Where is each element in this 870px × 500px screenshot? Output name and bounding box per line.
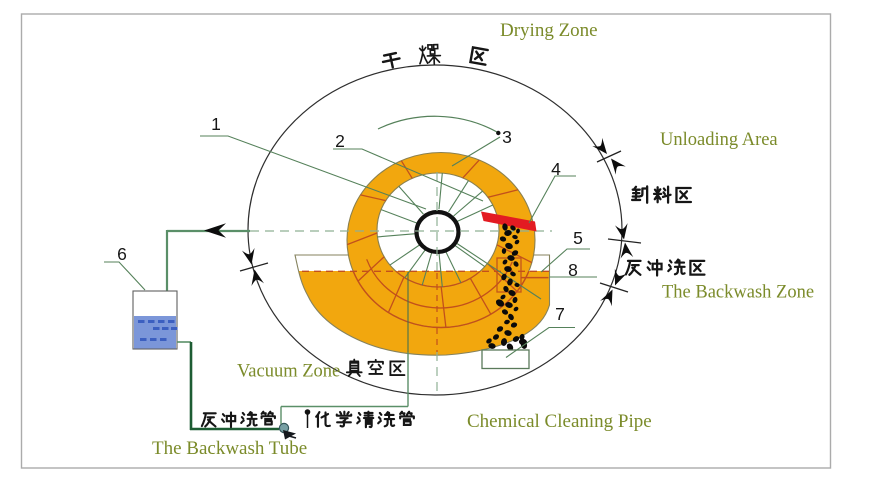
svg-text:Vacuum Zone: Vacuum Zone bbox=[237, 362, 340, 382]
svg-text:5: 5 bbox=[573, 228, 583, 248]
svg-text:Drying Zone: Drying Zone bbox=[500, 20, 598, 41]
svg-text:6: 6 bbox=[117, 244, 127, 264]
svg-text:The Backwash Tube: The Backwash Tube bbox=[152, 438, 307, 459]
svg-text:1: 1 bbox=[211, 114, 221, 134]
svg-text:Chemical Cleaning Pipe: Chemical Cleaning Pipe bbox=[467, 411, 652, 432]
svg-text:7: 7 bbox=[555, 304, 565, 324]
svg-text:8: 8 bbox=[568, 260, 578, 280]
svg-text:The Backwash Zone: The Backwash Zone bbox=[662, 283, 814, 303]
svg-text:3: 3 bbox=[502, 127, 512, 147]
svg-text:2: 2 bbox=[335, 131, 345, 151]
svg-text:Unloading Area: Unloading Area bbox=[660, 130, 778, 150]
svg-text:4: 4 bbox=[551, 159, 561, 179]
